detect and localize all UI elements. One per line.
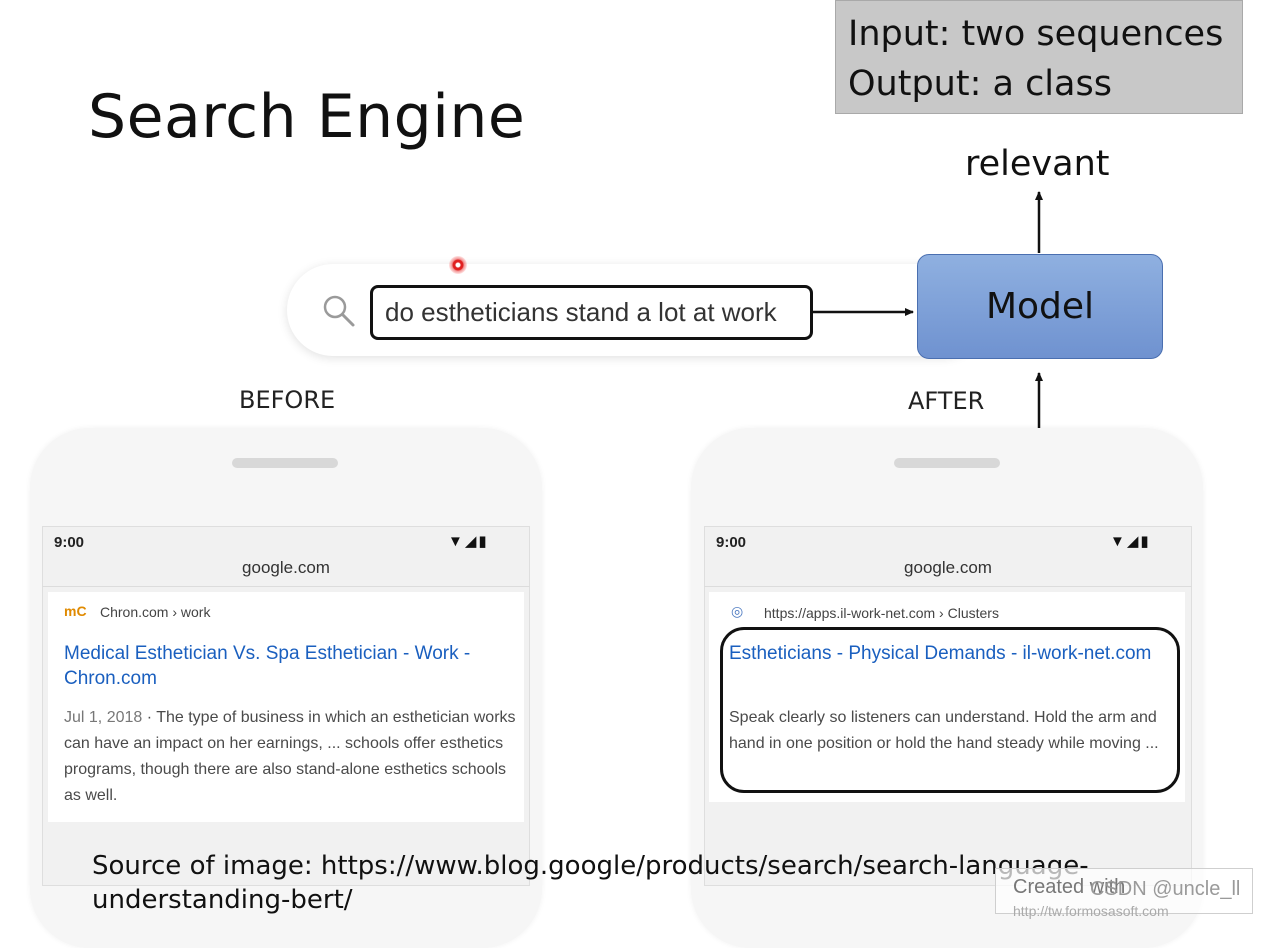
status-time: 9:00	[716, 534, 747, 551]
divider	[42, 586, 530, 587]
highlighted-result-outline	[720, 627, 1180, 793]
divider	[704, 586, 1192, 587]
status-signal-icon: ▼◢▮	[1110, 533, 1151, 550]
url-bar[interactable]: google.com	[904, 558, 992, 577]
model-box: Model	[917, 254, 1163, 359]
url-bar[interactable]: google.com	[242, 558, 330, 577]
before-label: BEFORE	[239, 386, 336, 414]
result-snippet: Jul 1, 2018 · The type of business in wh…	[64, 709, 516, 804]
snippet-text: The type of business in which an estheti…	[64, 709, 516, 804]
pointer-cursor-icon	[449, 256, 467, 274]
source-citation: Source of image: https://www.blog.google…	[92, 851, 1089, 915]
phone-speaker	[232, 458, 338, 468]
watermark-url: http://tw.formosasoft.com	[1013, 903, 1169, 919]
result-title-link[interactable]: Estheticians - Physical Demands - il-wor…	[729, 643, 1152, 664]
result-site[interactable]: https://apps.il-work-net.com › Clusters	[764, 605, 999, 621]
slide-title: Search Engine	[88, 82, 526, 152]
watermark-created-with: Created with	[1013, 876, 1126, 898]
phone-speaker	[894, 458, 1000, 468]
search-query-text[interactable]: do estheticians stand a lot at work	[370, 285, 813, 340]
result-site[interactable]: Chron.com › work	[100, 604, 211, 620]
output-description: Output: a class	[848, 64, 1112, 104]
after-label: AFTER	[908, 387, 985, 415]
watermark-csdn: CSDN @uncle_ll	[1090, 878, 1241, 900]
io-description-box: Input: two sequences Output: a class	[835, 0, 1243, 114]
status-time: 9:00	[54, 534, 85, 551]
chron-favicon-icon: mC	[64, 603, 87, 619]
status-signal-icon: ▼◢▮	[448, 533, 489, 550]
search-result-card	[48, 592, 524, 822]
search-icon	[323, 295, 355, 327]
result-date: Jul 1, 2018	[64, 709, 143, 726]
result-snippet: Speak clearly so listeners can understan…	[729, 709, 1159, 752]
result-title-link[interactable]: Medical Esthetician Vs. Spa Esthetician …	[64, 643, 471, 689]
globe-favicon-icon: ◎	[731, 603, 744, 619]
relevant-output-label: relevant	[965, 144, 1110, 184]
input-description: Input: two sequences	[848, 14, 1224, 54]
